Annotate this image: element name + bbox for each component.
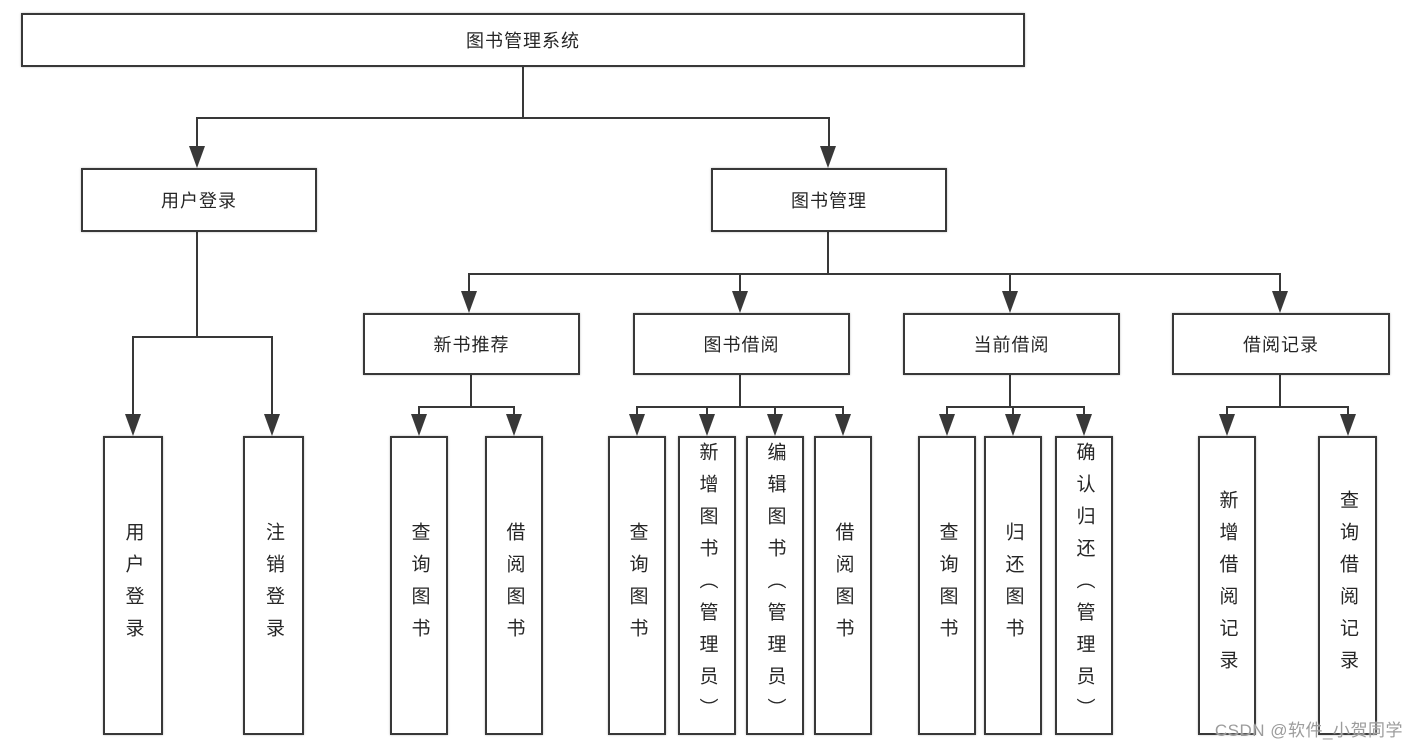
arrowhead-down-icon (629, 414, 645, 436)
node-leaf-query-borrow-record: 查询借阅记录 (1318, 436, 1377, 735)
node-label: 编辑图书（管理员） (764, 441, 786, 730)
node-label: 注销登录 (263, 521, 284, 650)
node-label: 查询借阅记录 (1337, 489, 1358, 682)
node-user-login: 用户登录 (81, 168, 317, 232)
arrowhead-down-icon (461, 291, 477, 313)
connector-vline (842, 406, 844, 416)
connector-vline (271, 336, 273, 416)
node-leaf-user-login: 用户登录 (103, 436, 163, 735)
node-leaf-add-borrow-record: 新增借阅记录 (1198, 436, 1256, 735)
node-leaf-edit-books-admin: 编辑图书（管理员） (746, 436, 804, 735)
node-borrowing-records: 借阅记录 (1172, 313, 1390, 375)
node-leaf-borrow-books: 借阅图书 (814, 436, 872, 735)
connector-vline (827, 232, 829, 273)
node-leaf-return-books: 归还图书 (984, 436, 1042, 735)
node-label: 用户登录 (122, 521, 144, 650)
connector-vline (522, 67, 524, 117)
arrowhead-down-icon (1272, 291, 1288, 313)
node-label: 查询图书 (408, 521, 430, 650)
arrowhead-down-icon (506, 414, 522, 436)
arrowhead-down-icon (699, 414, 715, 436)
connector-vline (1279, 375, 1281, 406)
arrowhead-down-icon (125, 414, 141, 436)
connector-hline (197, 117, 830, 119)
node-label: 新增借阅记录 (1216, 489, 1238, 682)
connector-vline (513, 406, 515, 416)
connector-vline (739, 375, 741, 406)
connector-vline (1226, 406, 1228, 416)
connector-vline (1083, 406, 1085, 416)
node-library-management-system: 图书管理系统 (21, 13, 1025, 67)
connector-vline (1347, 406, 1349, 416)
connector-vline (828, 117, 830, 148)
arrowhead-down-icon (835, 414, 851, 436)
arrowhead-down-icon (411, 414, 427, 436)
node-new-book-recommendation: 新书推荐 (363, 313, 580, 375)
arrowhead-down-icon (820, 146, 836, 168)
connector-hline (132, 336, 273, 338)
connector-vline (739, 273, 741, 293)
node-leaf-logout: 注销登录 (243, 436, 304, 735)
arrowhead-down-icon (767, 414, 783, 436)
connector-vline (636, 406, 638, 416)
node-label: 新增图书（管理员） (696, 441, 718, 730)
arrowhead-down-icon (1002, 291, 1018, 313)
node-label: 归还图书 (1002, 521, 1024, 650)
node-book-management: 图书管理 (711, 168, 947, 232)
connector-hline (418, 406, 515, 408)
arrowhead-down-icon (1076, 414, 1092, 436)
node-label: 借阅图书 (832, 521, 854, 650)
node-book-borrowing: 图书借阅 (633, 313, 850, 375)
node-leaf-confirm-return-admin: 确认归还（管理员） (1055, 436, 1113, 735)
arrowhead-down-icon (732, 291, 748, 313)
connector-vline (196, 232, 198, 336)
node-label: 确认归还（管理员） (1073, 441, 1095, 730)
connector-vline (1279, 273, 1281, 293)
connector-vline (1012, 406, 1014, 416)
arrowhead-down-icon (264, 414, 280, 436)
arrowhead-down-icon (189, 146, 205, 168)
connector-hline (1226, 406, 1349, 408)
connector-vline (132, 336, 134, 416)
connector-hline (468, 273, 1281, 275)
arrowhead-down-icon (939, 414, 955, 436)
node-leaf-query-books-current: 查询图书 (918, 436, 976, 735)
arrowhead-down-icon (1219, 414, 1235, 436)
connector-vline (706, 406, 708, 416)
connector-vline (470, 375, 472, 406)
connector-vline (418, 406, 420, 416)
node-leaf-query-books-recommend: 查询图书 (390, 436, 448, 735)
arrowhead-down-icon (1005, 414, 1021, 436)
connector-vline (468, 273, 470, 293)
node-leaf-borrow-books-recommend: 借阅图书 (485, 436, 543, 735)
node-label: 借阅图书 (503, 521, 525, 650)
node-current-borrowing: 当前借阅 (903, 313, 1120, 375)
connector-vline (1009, 375, 1011, 406)
connector-vline (1009, 273, 1011, 293)
node-leaf-add-books-admin: 新增图书（管理员） (678, 436, 736, 735)
connector-vline (946, 406, 948, 416)
connector-hline (946, 406, 1085, 408)
connector-vline (196, 117, 198, 148)
csdn-watermark: CSDN @软件_小贺同学 (1214, 721, 1403, 740)
connector-vline (774, 406, 776, 416)
arrowhead-down-icon (1340, 414, 1356, 436)
node-label: 查询图书 (626, 521, 648, 650)
connector-hline (636, 406, 844, 408)
node-leaf-query-books-borrow: 查询图书 (608, 436, 666, 735)
node-label: 查询图书 (936, 521, 958, 650)
